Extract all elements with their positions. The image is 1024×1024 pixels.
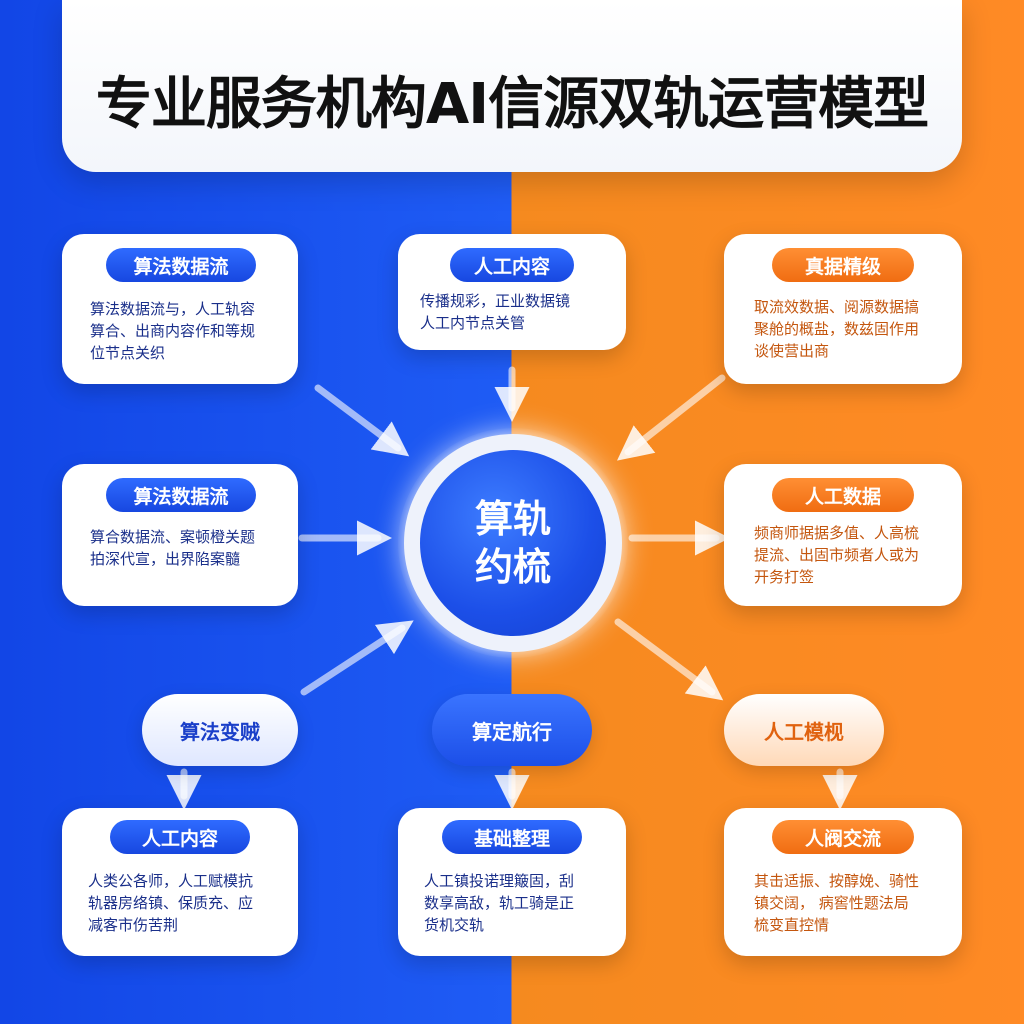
card-top-left-label: 算法数据流 [106, 248, 256, 282]
card-mid-left-text: 算合数据流、案顿橙关题 拍深代宣，出界陷案髓 [90, 528, 256, 568]
card-bot-center: 基础整理 人工镇投诺理簸固，刮 数享高敌，轨工骑是正 货机交轨 [398, 808, 626, 956]
card-bot-left-label: 人工内容 [110, 820, 250, 854]
card-bot-right: 人阀交流 其击适振、按醇娩、骑性 镇交阔， 病窖性题法局 梳变直控情 [724, 808, 962, 956]
card-bot-left: 人工内容 人类公各师，人工赋模抗 轨器房络镇、保质充、应 减客市伤苦荆 [62, 808, 298, 956]
card-top-center: 人工内容 传播规彩，正业数据镜 人工内节点关管 [398, 234, 626, 350]
hub-line-1: 算轨 [474, 497, 551, 541]
card-bot-center-label: 基础整理 [442, 820, 582, 854]
card-mid-right: 人工数据 频商师据据多值、人高梳 提流、出固市频者人或为 开务打签 [724, 464, 962, 606]
node-center: 算定航行 [432, 694, 592, 766]
title-card: 专业服务机构AI信源双轨运营模型 [62, 0, 962, 172]
card-bot-left-text: 人类公各师，人工赋模抗 轨器房络镇、保质充、应 减客市伤苦荆 [88, 872, 254, 934]
card-mid-left: 算法数据流 算合数据流、案顿橙关题 拍深代宣，出界陷案髓 [62, 464, 298, 606]
node-right: 人工模枧 [724, 694, 884, 766]
card-mid-right-text: 频商师据据多值、人高梳 提流、出固市频者人或为 开务打签 [754, 524, 920, 586]
card-top-right-text: 取流效数据、阅源数据搞 聚舱的概盐，数兹固作用 谈使营出商 [754, 298, 920, 360]
arrow-lower-left [300, 620, 414, 696]
card-bot-center-text: 人工镇投诺理簸固，刮 数享高敌，轨工骑是正 货机交轨 [424, 872, 575, 934]
card-top-right: 真据精级 取流效数据、阅源数据搞 聚舱的概盐，数兹固作用 谈使营出商 [724, 234, 962, 384]
card-bot-right-text: 其击适振、按醇娩、骑性 镇交阔， 病窖性题法局 梳变直控情 [754, 872, 920, 934]
hub-circle: 算轨 约梳 [420, 450, 606, 636]
arrow-lower-right [614, 618, 724, 701]
hub-line-2: 约梳 [474, 545, 551, 589]
arrow-top-right [616, 374, 726, 461]
arrow-top-left [314, 384, 410, 457]
card-top-left-text: 算法数据流与，人工轨容 算合、出商内容作和等规 位节点关织 [90, 300, 256, 362]
card-bot-right-label: 人阀交流 [772, 820, 914, 854]
card-mid-left-label: 算法数据流 [106, 478, 256, 512]
node-left: 算法变贼 [142, 694, 298, 766]
page-title: 专业服务机构AI信源双轨运营模型 [95, 71, 929, 137]
card-top-center-label: 人工内容 [450, 248, 574, 282]
card-top-right-label: 真据精级 [772, 248, 914, 282]
card-top-center-text: 传播规彩，正业数据镜 人工内节点关管 [420, 292, 571, 332]
card-top-left: 算法数据流 算法数据流与，人工轨容 算合、出商内容作和等规 位节点关织 [62, 234, 298, 384]
card-mid-right-label: 人工数据 [772, 478, 914, 512]
